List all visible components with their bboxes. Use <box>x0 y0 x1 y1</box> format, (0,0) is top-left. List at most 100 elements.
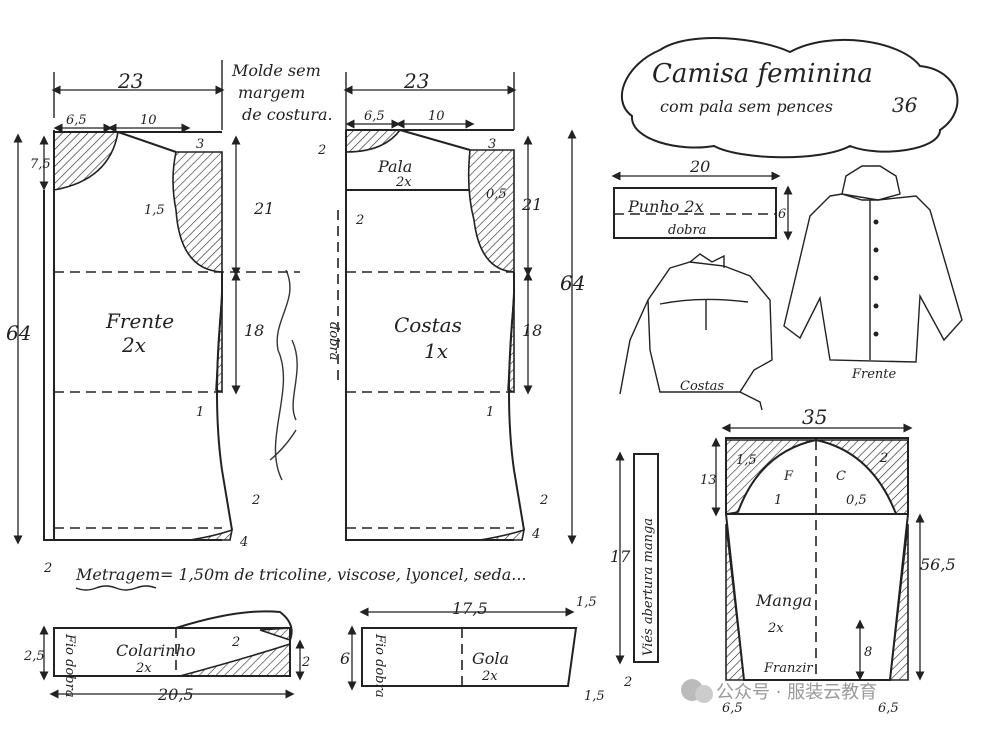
collar-drop-label: 1,5 <box>584 689 605 704</box>
sleeve-cap-back-label: 2 <box>879 451 888 466</box>
title-cloud: Camisa feminina com pala sem pences 36 <box>621 36 959 159</box>
collar-height-label: 6 <box>340 649 350 668</box>
margin-note: Molde sem margem de costura. <box>231 61 333 124</box>
fabric-text: = 1,50m de tricoline, viscose, lyoncel, … <box>160 565 526 584</box>
front-waist-height-label: 18 <box>244 321 264 340</box>
back-armhole <box>467 149 515 273</box>
collar-length-label: 17,5 <box>452 599 488 618</box>
collar-qty: 2x <box>481 669 498 684</box>
front-qty: 2x <box>121 333 146 357</box>
sleeve-gather-height-label: 8 <box>864 645 872 660</box>
back-hem-rise-label: 4 <box>531 527 540 542</box>
collar-band-height-label: 2,5 <box>23 649 45 664</box>
signature <box>269 269 298 481</box>
sleeve-qty: 2x <box>767 621 784 636</box>
bias-label: Viés abertura manga <box>641 518 656 656</box>
bias-length-label: 17 <box>610 547 631 566</box>
collar-name: Gola <box>472 649 509 668</box>
front-outline <box>43 190 222 541</box>
sleeve-cap-height-label: 13 <box>700 473 717 488</box>
collar-band-qty: 2x <box>135 661 152 676</box>
front-armhole <box>172 151 223 273</box>
sleeve-cap-low-back-label: 0,5 <box>846 493 867 508</box>
sleeve-cap-front-label: 1,5 <box>736 453 757 468</box>
back-shoulder-label: 10 <box>428 109 445 124</box>
note-line-2: margem <box>238 83 305 102</box>
sketch-front: Frente <box>783 165 963 382</box>
bias-strip: Viés abertura manga 17 2 <box>610 451 659 690</box>
sketch-back-label: Costas <box>680 379 724 394</box>
title-size: 36 <box>892 93 918 117</box>
back-qty: 1x <box>424 339 448 363</box>
yoke-name: Pala <box>377 157 412 176</box>
sleeve-gather-label: Franzir <box>763 661 813 676</box>
sketch-front-label: Frente <box>851 367 897 382</box>
front-shoulder-drop-label: 3 <box>196 137 204 152</box>
title-line-1: Camisa feminina <box>652 59 873 89</box>
note-line-3: de costura. <box>242 105 333 124</box>
cuff-height-label: 6 <box>778 207 786 222</box>
note-line-1: Molde sem <box>231 61 321 80</box>
cuff-name: Punho 2x <box>627 197 704 216</box>
front-hem-drop-label: 2 <box>43 561 52 576</box>
sleeve-pattern: 35 13 56,5 F C 1,5 2 1 0,5 Manga 2x Fran… <box>700 405 956 716</box>
front-length-label: 64 <box>6 321 31 345</box>
collar-band-fold-label: Fio dobra <box>62 633 77 698</box>
front-neck-width-label: 6,5 <box>66 113 87 128</box>
back-neckline <box>345 129 402 153</box>
yoke-qty: 2x <box>395 175 412 190</box>
back-neck-width-label: 6,5 <box>364 109 385 124</box>
sketch-back: Costas <box>619 253 773 411</box>
back-pattern: 23 6,5 10 3 2 dobra 21 18 64 0,5 2 1 2 4… <box>317 69 585 545</box>
collar-fold-label: Fio dobra <box>372 633 387 698</box>
back-width-label: 23 <box>403 69 429 93</box>
sleeve-back-mark: C <box>836 469 846 484</box>
front-hem-rise-label: 4 <box>239 535 248 550</box>
front-shoulder-label: 10 <box>140 113 157 128</box>
fabric-label: Metragem <box>75 565 160 584</box>
sleeve-hem-left-label: 6,5 <box>722 701 743 716</box>
collar-band-length-label: 20,5 <box>157 685 194 704</box>
front-width-label: 23 <box>117 69 143 93</box>
collar-band-pattern: 2,5 2 2 20,5 Fio dobra Colarinho 2x <box>23 610 310 704</box>
back-fold-label: dobra <box>326 322 341 360</box>
cuff-pattern: 20 Punho 2x dobra 6 <box>611 157 793 241</box>
bias-width-label: 2 <box>623 675 632 690</box>
sleeve-name: Manga <box>755 591 812 610</box>
sleeve-width-label: 35 <box>802 405 827 429</box>
watermark-text: 公众号 · 服装云教育 <box>716 682 877 703</box>
back-waist-height-label: 18 <box>522 321 542 340</box>
sleeve-length-label: 56,5 <box>920 555 956 574</box>
collar-rise-label: 1,5 <box>576 595 597 610</box>
front-neck-depth-label: 7,5 <box>30 157 51 172</box>
front-neckline <box>53 131 119 191</box>
watermark: 公众号 · 服装云教育 <box>681 679 877 703</box>
back-waist-in-label: 1 <box>486 405 494 420</box>
front-hem-out-label: 2 <box>251 493 260 508</box>
front-armhole-curve-label: 1,5 <box>144 203 165 218</box>
back-neck-depth-label: 2 <box>317 143 326 158</box>
collar-pattern: 17,5 6 1,5 1,5 Fio dobra Gola 2x <box>340 595 605 704</box>
back-armhole-depth-label: 21 <box>521 195 542 214</box>
back-armhole-curve-label: 0,5 <box>486 187 507 202</box>
back-length-label: 64 <box>560 271 585 295</box>
back-hem-out-label: 2 <box>539 493 548 508</box>
back-outline <box>345 130 514 541</box>
sleeve-cap-low-front-label: 1 <box>774 493 782 508</box>
cuff-fold-label: dobra <box>668 223 706 238</box>
sleeve-front-mark: F <box>783 469 794 484</box>
back-yoke-depth-label: 2 <box>355 213 364 228</box>
collar-band-end-label: 2 <box>301 655 310 670</box>
front-name: Frente <box>105 309 174 333</box>
collar-band-curve-label: 2 <box>231 635 240 650</box>
back-name: Costas <box>394 313 462 337</box>
front-waist-in-label: 1 <box>196 405 204 420</box>
back-shoulder-drop-label: 3 <box>488 137 496 152</box>
front-pattern: 23 6,5 10 3 64 7,5 21 18 1, <box>6 60 300 576</box>
collar-band-name: Colarinho <box>116 641 196 660</box>
sleeve-hem-right-label: 6,5 <box>878 701 899 716</box>
fabric-note: Metragem = 1,50m de tricoline, viscose, … <box>75 565 526 591</box>
cuff-length-label: 20 <box>689 157 710 176</box>
